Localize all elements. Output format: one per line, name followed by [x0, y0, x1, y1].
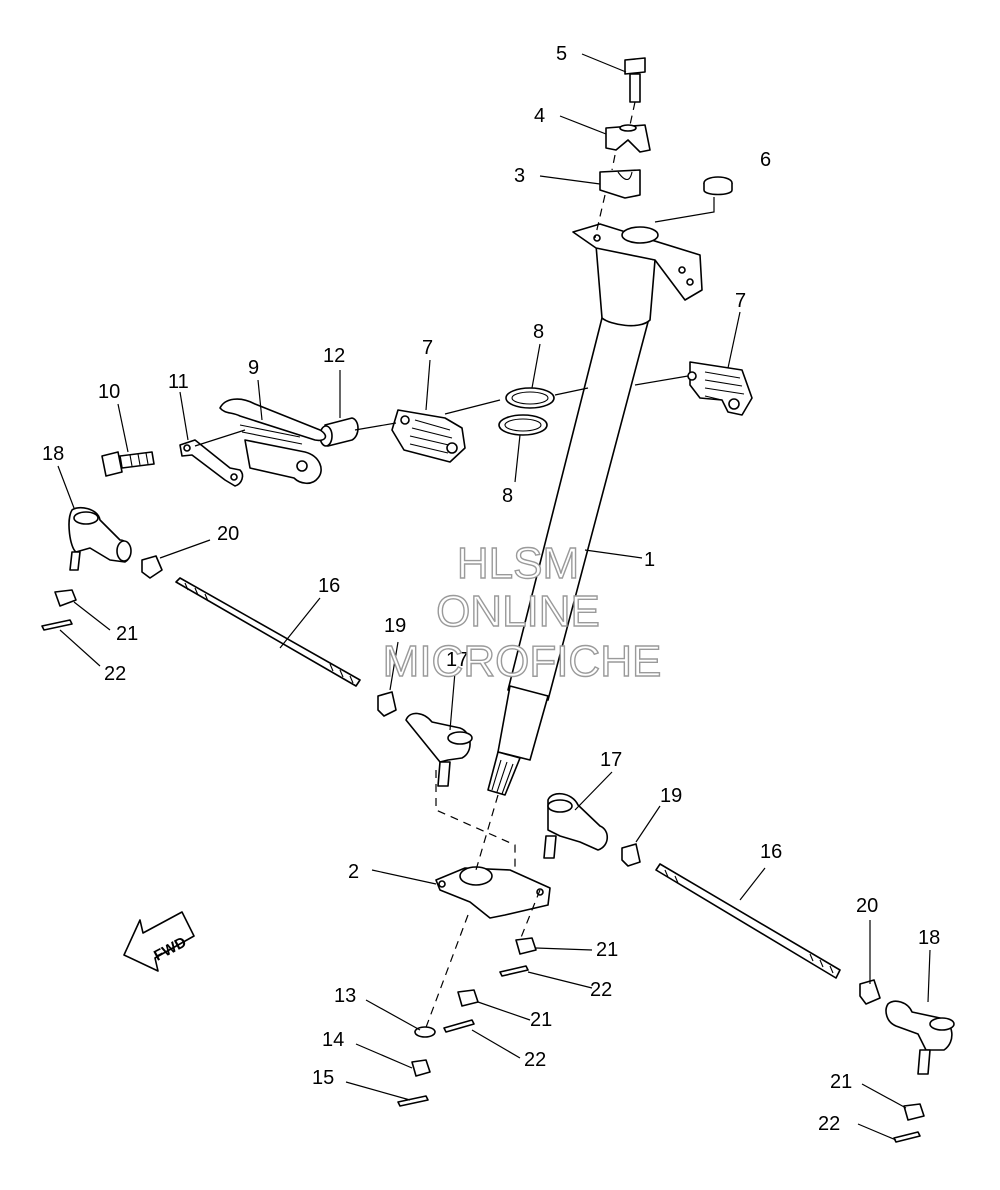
callout-15: 15 [312, 1067, 334, 1089]
callout-7-right: 7 [735, 290, 746, 312]
bushing-right-part [687, 361, 753, 416]
callout-21-right: 21 [830, 1071, 852, 1093]
clamp-dash [594, 154, 616, 239]
castle-nut-arm-part [515, 937, 537, 955]
clamp-upper-part [605, 124, 651, 153]
cotter-pin-arm-part [499, 965, 529, 977]
callout-17-left: 17 [446, 649, 468, 671]
castle-nut-right-part [903, 1103, 925, 1121]
nut-right-part [859, 979, 881, 1005]
watermark-line-1: HLSM [457, 539, 579, 588]
nut-bottom-part [411, 1059, 431, 1077]
callout-9: 9 [248, 357, 259, 379]
cotter-pin-bottom-part [397, 1095, 429, 1107]
callout-6: 6 [760, 149, 771, 171]
arm-to-washer-dash [424, 914, 469, 1031]
callout-20-right: 20 [856, 895, 878, 917]
cap-part [703, 176, 733, 196]
collar-part [319, 417, 359, 447]
callout-22-left: 22 [104, 663, 126, 685]
arm-to-nut-dash [519, 889, 541, 941]
watermark: HLSM ONLINE MICROFICHE [382, 538, 662, 686]
callout-16-right: 16 [760, 841, 782, 863]
cotter-pin-left-part [41, 619, 73, 631]
forward-arrow-icon: FWD [123, 911, 195, 972]
tie-rod-end-left-part [68, 506, 132, 571]
tie-rod-end-right-part [885, 1000, 955, 1075]
locknut-left-part [377, 691, 397, 717]
callout-18-right: 18 [918, 927, 940, 949]
pitman-arm-part [435, 866, 551, 919]
callout-2: 2 [348, 861, 359, 883]
bushing-left-part [391, 409, 466, 463]
callout-11: 11 [168, 371, 189, 393]
tie-rod-right-part [655, 863, 841, 979]
callout-22-right: 22 [818, 1113, 840, 1135]
callout-19-right: 19 [660, 785, 682, 807]
tie-rod-end-center-right-part [543, 792, 609, 859]
watermark-line-2: ONLINE [436, 587, 600, 636]
callout-12: 12 [323, 345, 345, 367]
callout-10: 10 [98, 381, 120, 403]
steering-column-part [487, 223, 703, 796]
callout-21-left: 21 [116, 623, 138, 645]
nut-left-part [141, 555, 163, 579]
callout-14: 14 [322, 1029, 344, 1051]
cotter-pin-right-part [893, 1131, 921, 1143]
tie-rod-left-part [175, 577, 361, 687]
cotter-pin-lower-part [443, 1019, 475, 1033]
callout-8-top: 8 [533, 321, 544, 343]
callout-17-right: 17 [600, 749, 622, 771]
tie-rod-end-center-left-part [405, 712, 473, 787]
oring-lower-part [498, 414, 548, 436]
callout-20-left: 20 [217, 523, 239, 545]
leader-lines [57, 53, 931, 1141]
locknut-right-part [621, 843, 641, 867]
callout-18-left: 18 [42, 443, 64, 465]
callout-22-arm: 22 [590, 979, 612, 1001]
callout-1: 1 [644, 549, 655, 571]
oring-upper-part [505, 387, 555, 409]
callout-21-lower: 21 [530, 1009, 552, 1031]
callout-21-arm: 21 [596, 939, 618, 961]
callout-7-left: 7 [422, 337, 433, 359]
callout-4: 4 [534, 105, 545, 127]
watermark-line-3: MICROFICHE [383, 637, 662, 686]
hex-bolt-part [101, 451, 155, 477]
callout-8-bottom: 8 [502, 485, 513, 507]
bolt-part [624, 57, 646, 103]
callouts: 5 4 3 6 7 8 8 12 7 9 11 10 18 20 1 16 21… [42, 43, 940, 1135]
callout-13: 13 [334, 985, 356, 1007]
callout-16-left: 16 [318, 575, 340, 597]
bolt-dash [629, 101, 636, 126]
callout-22-lower: 22 [524, 1049, 546, 1071]
callout-19-left: 19 [384, 615, 406, 637]
pitman-dash-line [435, 770, 516, 870]
castle-nut-lower-part [457, 989, 479, 1007]
column-to-arm-dash [475, 794, 499, 871]
callout-3: 3 [514, 165, 525, 187]
lock-plate-part [179, 439, 244, 487]
bracket-part [219, 398, 327, 485]
callout-5: 5 [556, 43, 567, 65]
clamp-lower-part [599, 169, 641, 199]
castle-nut-left-part [54, 589, 77, 607]
